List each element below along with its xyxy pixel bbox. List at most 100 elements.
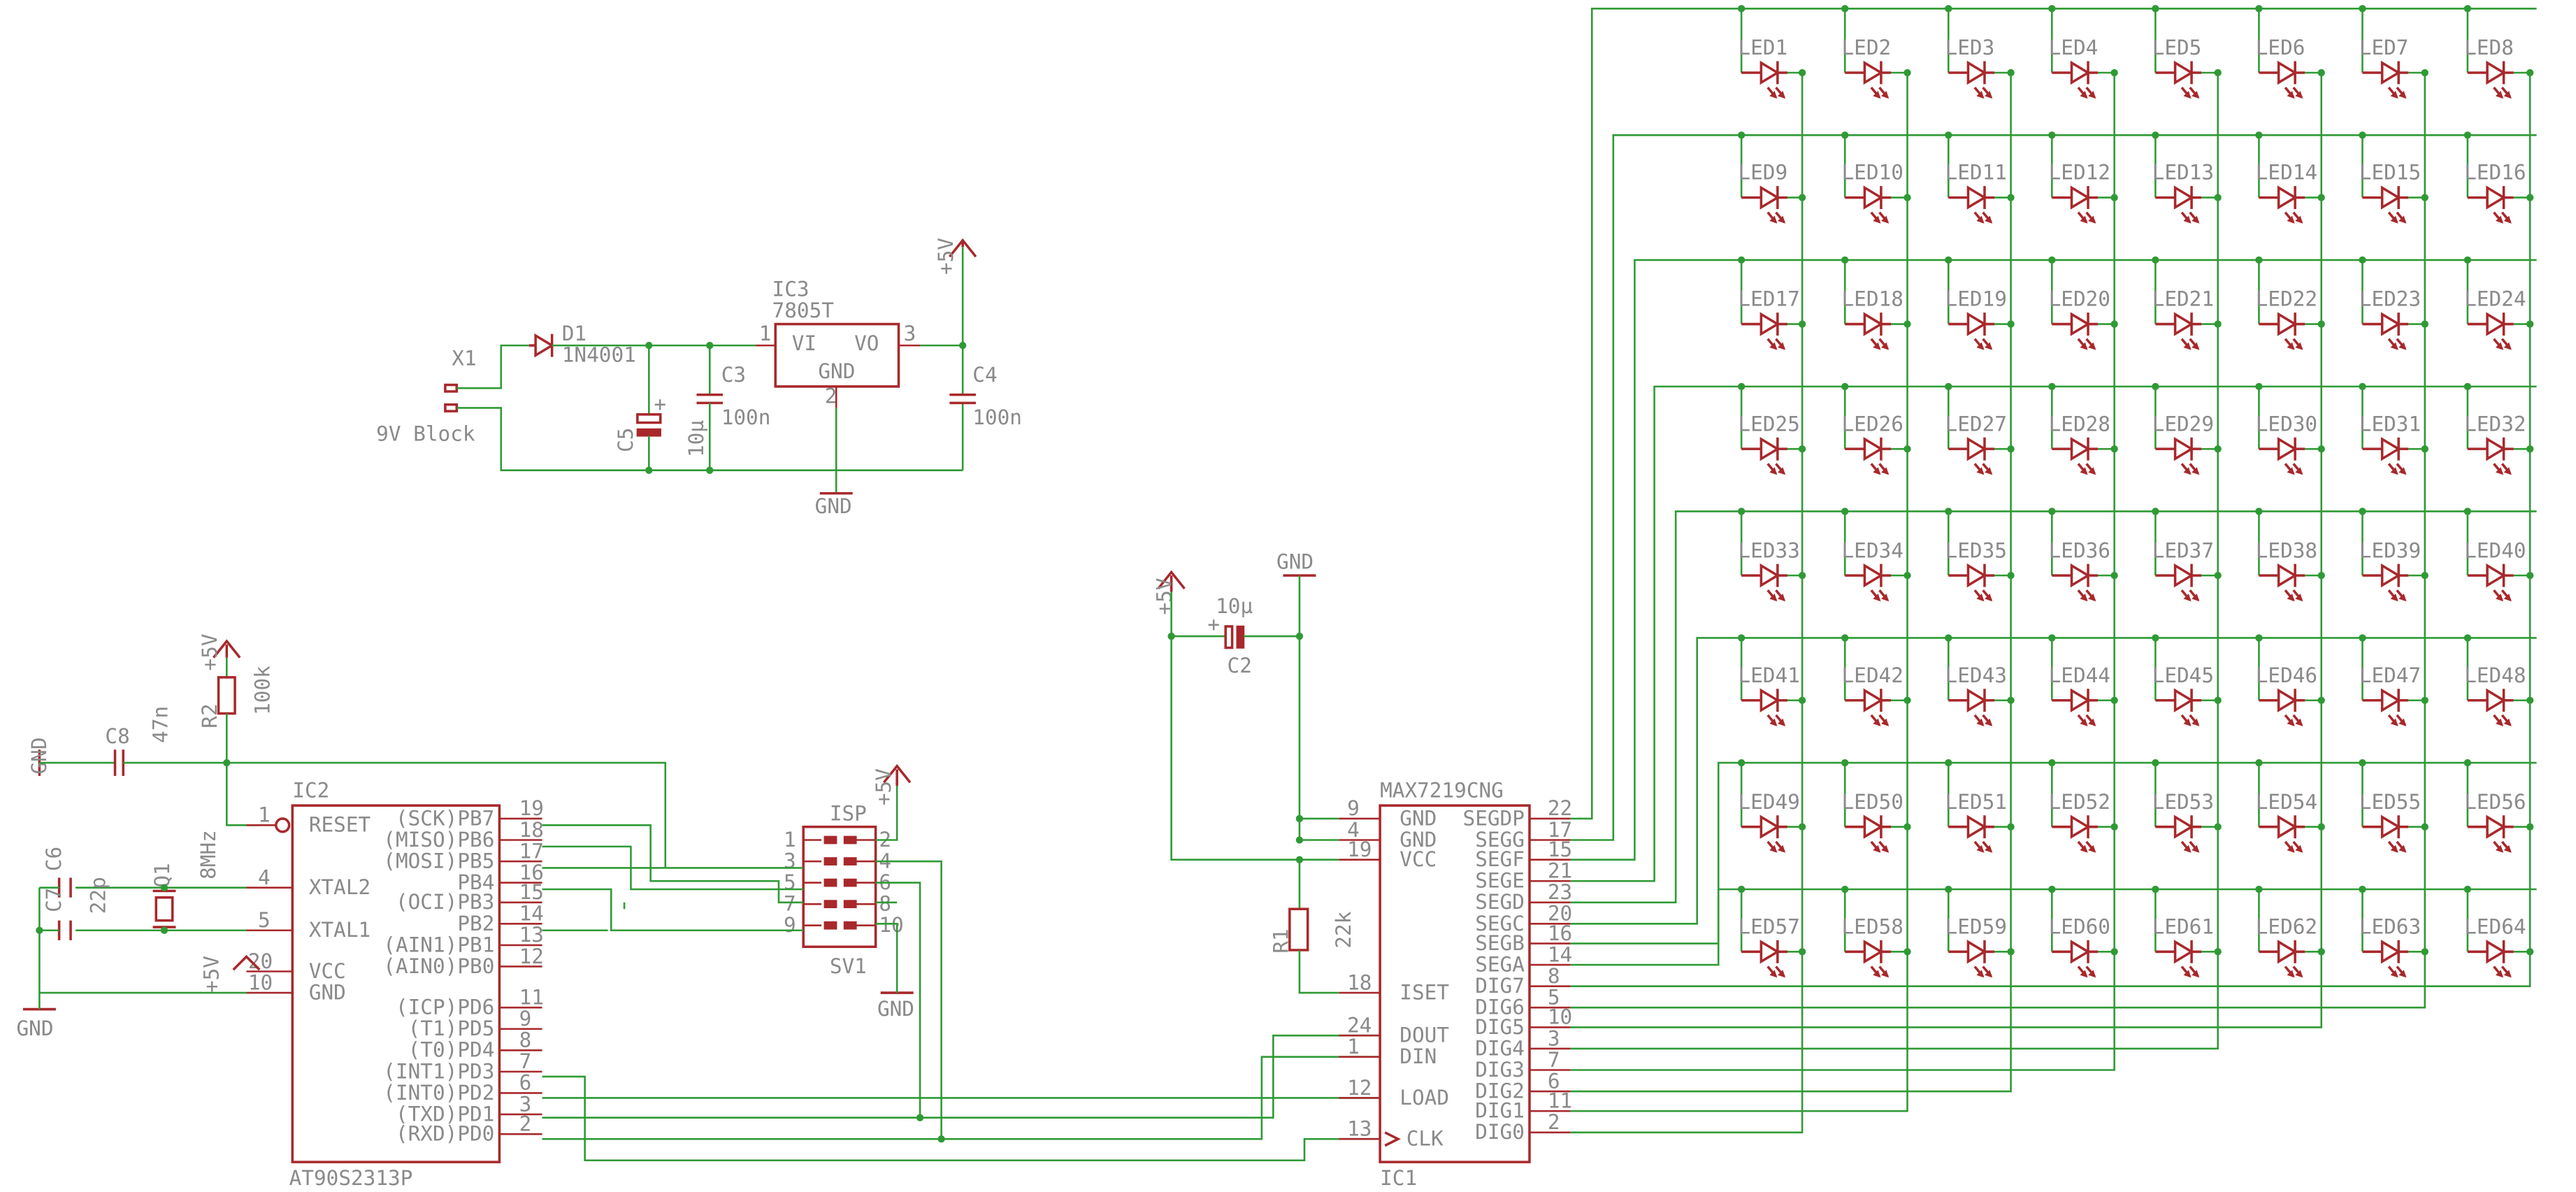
c3-name: C3 <box>721 363 746 387</box>
led-label: LED11 <box>1945 161 2007 185</box>
junction-dot <box>1737 256 1746 264</box>
junction-dot <box>1841 759 1849 767</box>
junction-dot <box>2317 320 2325 328</box>
led-arrowhead <box>2183 970 2192 978</box>
junction-dot <box>2463 5 2472 13</box>
led-arrowhead <box>1778 342 1786 350</box>
led-label: LED5 <box>2152 36 2202 59</box>
connector-x1: X1 9V Block <box>376 346 476 445</box>
led-label: LED48 <box>2464 663 2526 687</box>
led-bar <box>1983 563 1995 587</box>
junction-dot <box>2526 696 2534 704</box>
ic2-pin-name: PB2 <box>457 912 494 935</box>
c3-value: 100n <box>721 405 771 429</box>
ic1-pin-name: GND <box>1399 828 1437 852</box>
led-label: LED39 <box>2359 538 2421 562</box>
isp-pin-pad <box>843 921 857 930</box>
led-bar <box>1776 437 1787 461</box>
led-bar <box>2397 313 2409 336</box>
led-arrowhead <box>2088 91 2096 99</box>
junction-dot <box>2152 131 2159 139</box>
led-arrowhead <box>2398 91 2407 99</box>
led-bar <box>1776 563 1787 587</box>
led: LED58 <box>1841 914 1904 978</box>
led: LED34 <box>1841 538 1904 602</box>
led-triangle <box>1760 436 1780 461</box>
led-bar <box>1880 313 1891 336</box>
ic2-pin-number: 14 <box>519 902 544 926</box>
led-triangle <box>1760 688 1780 712</box>
crystal-q1: Q1 8MHz <box>150 830 220 928</box>
led: LED19 <box>1945 287 2007 350</box>
gnd-symbol-driver: GND <box>1276 550 1316 577</box>
junction-dot <box>2359 885 2366 893</box>
led-triangle <box>2380 436 2401 461</box>
led-triangle <box>1760 185 1780 210</box>
led-bar <box>2190 563 2202 587</box>
junction-dot <box>2007 571 2015 580</box>
junction-dot <box>2359 131 2366 139</box>
led-arrowhead <box>1778 91 1786 99</box>
ic2-pin-name: (TXD)PD1 <box>396 1102 494 1126</box>
led: LED11 <box>1945 161 2007 224</box>
led-triangle <box>2380 563 2401 588</box>
led: LED25 <box>1738 412 1800 475</box>
capacitor-c2: + 10µ C2 <box>1170 591 1339 861</box>
led-triangle <box>2486 436 2507 461</box>
led-triangle <box>1863 312 1884 336</box>
led-triangle <box>2277 688 2298 712</box>
junction-dot <box>2048 508 2056 515</box>
junction-dot <box>2255 131 2263 139</box>
led-triangle <box>2380 185 2401 210</box>
led-arrowhead <box>1769 215 1778 224</box>
junction-dot <box>2110 823 2118 831</box>
led-triangle <box>2173 436 2194 461</box>
svg-text:GND: GND <box>815 494 852 518</box>
junction-dot <box>2526 571 2534 580</box>
junction-dot <box>2463 256 2472 264</box>
led-bar <box>1776 815 1787 839</box>
led-bar <box>2294 313 2305 336</box>
junction-dot <box>2317 571 2325 580</box>
led-arrowhead <box>1976 845 1985 853</box>
digit-wire <box>1570 72 2531 987</box>
svg-text:VCC: VCC <box>309 959 346 983</box>
junction-dot <box>2152 508 2159 515</box>
led-label: LED10 <box>1841 161 1903 185</box>
led: LED29 <box>2152 412 2214 475</box>
led-label: LED4 <box>2049 36 2099 59</box>
isp-pin-pad <box>823 878 837 887</box>
isp-pin-pad <box>823 835 837 845</box>
led: LED52 <box>2049 790 2110 853</box>
led-arrowhead <box>2088 342 2096 350</box>
led-label: LED60 <box>2049 914 2110 938</box>
led-arrowhead <box>2183 91 2192 99</box>
led-triangle <box>2173 60 2194 85</box>
led-triangle <box>1863 436 1884 461</box>
led-triangle <box>2486 688 2507 712</box>
led-arrowhead <box>1881 342 1890 350</box>
junction-dot <box>2110 69 2118 77</box>
led-label: LED2 <box>1841 36 1891 59</box>
svg-text:GND: GND <box>1276 550 1314 574</box>
led-bar <box>1880 563 1891 587</box>
led: LED57 <box>1738 914 1800 978</box>
led-arrowhead <box>2088 215 2096 224</box>
led-arrowhead <box>2183 718 2192 726</box>
resistor-r2: R2 100k <box>198 657 274 763</box>
led-arrowhead <box>1769 91 1778 99</box>
led-arrowhead <box>1985 594 1993 602</box>
led-triangle <box>2380 60 2401 85</box>
led-label: LED38 <box>2256 538 2317 562</box>
ic1-pin-number: 12 <box>1347 1076 1372 1100</box>
led-bar <box>2087 437 2099 461</box>
ic2-pin-name: (T0)PD4 <box>408 1038 495 1062</box>
led-bar <box>1880 689 1891 712</box>
led-label: LED1 <box>1738 36 1787 59</box>
ic1-pin-number: 14 <box>1548 942 1572 966</box>
junction-dot <box>2463 382 2472 391</box>
led-triangle <box>2486 563 2507 588</box>
digit-wire <box>1570 72 2012 1093</box>
led-arrowhead <box>2503 718 2512 726</box>
led-bar <box>1776 186 1787 210</box>
